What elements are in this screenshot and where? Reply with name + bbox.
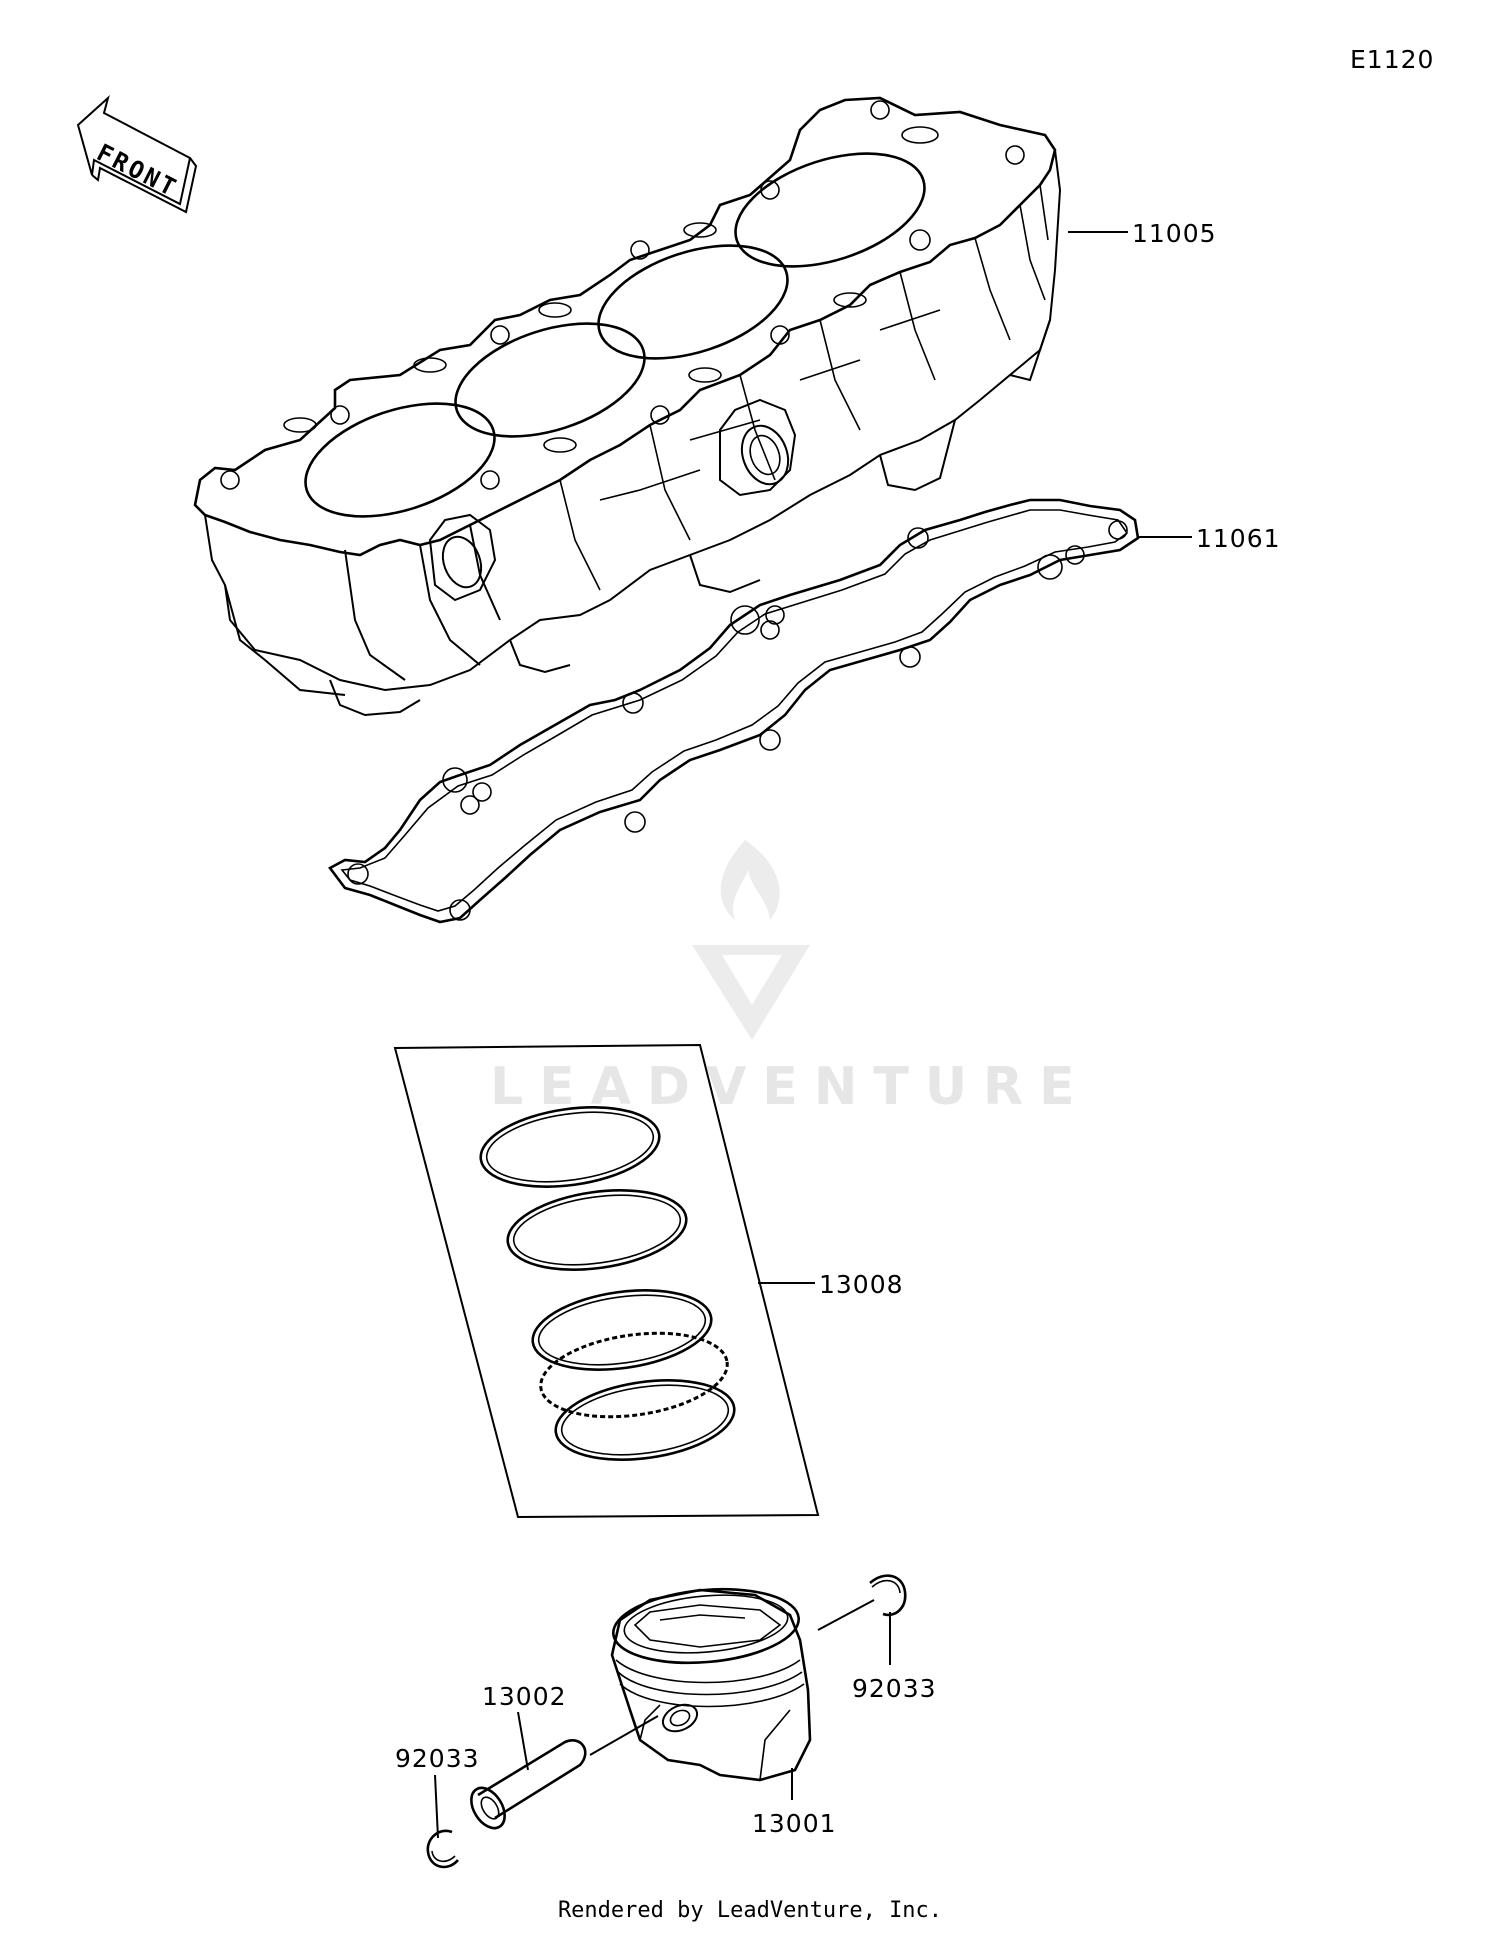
oil-ring-assembly	[531, 1289, 736, 1461]
cylinder-block	[193, 96, 1062, 717]
part-label-92033-right[interactable]: 92033	[852, 1674, 937, 1703]
piston-ring-second	[506, 1189, 688, 1271]
leadventure-watermark: LEADVENTURE	[490, 840, 1075, 1117]
part-label-11061[interactable]: 11061	[1196, 524, 1281, 553]
cylinder-boss-left	[428, 513, 497, 602]
piston-ring-top	[479, 1106, 661, 1188]
diagram-id: E1120	[1350, 45, 1434, 74]
part-label-92033-left[interactable]: 92033	[395, 1744, 480, 1773]
part-label-11005[interactable]: 11005	[1132, 219, 1217, 248]
part-label-13008[interactable]: 13008	[819, 1270, 904, 1299]
cylinder-base-gasket	[328, 498, 1140, 924]
cylinder-boss	[719, 398, 797, 497]
piston-pin	[470, 1739, 587, 1830]
footer-credit: Rendered by LeadVenture, Inc.	[557, 1898, 943, 1923]
leader-pin-axis	[589, 1715, 659, 1756]
piston-ring-set	[393, 1043, 820, 1519]
leader-clip-right-axis	[817, 1599, 875, 1631]
leader-13002	[517, 1711, 529, 1771]
part-label-13001[interactable]: 13001	[752, 1809, 837, 1838]
front-arrow-icon: FRONT	[76, 95, 198, 214]
piston	[610, 1587, 812, 1782]
piston-pin-clip-right	[869, 1574, 907, 1617]
part-label-13002[interactable]: 13002	[482, 1682, 567, 1711]
leader-92033-left	[434, 1774, 439, 1839]
piston-pin-clip-left	[426, 1829, 459, 1869]
